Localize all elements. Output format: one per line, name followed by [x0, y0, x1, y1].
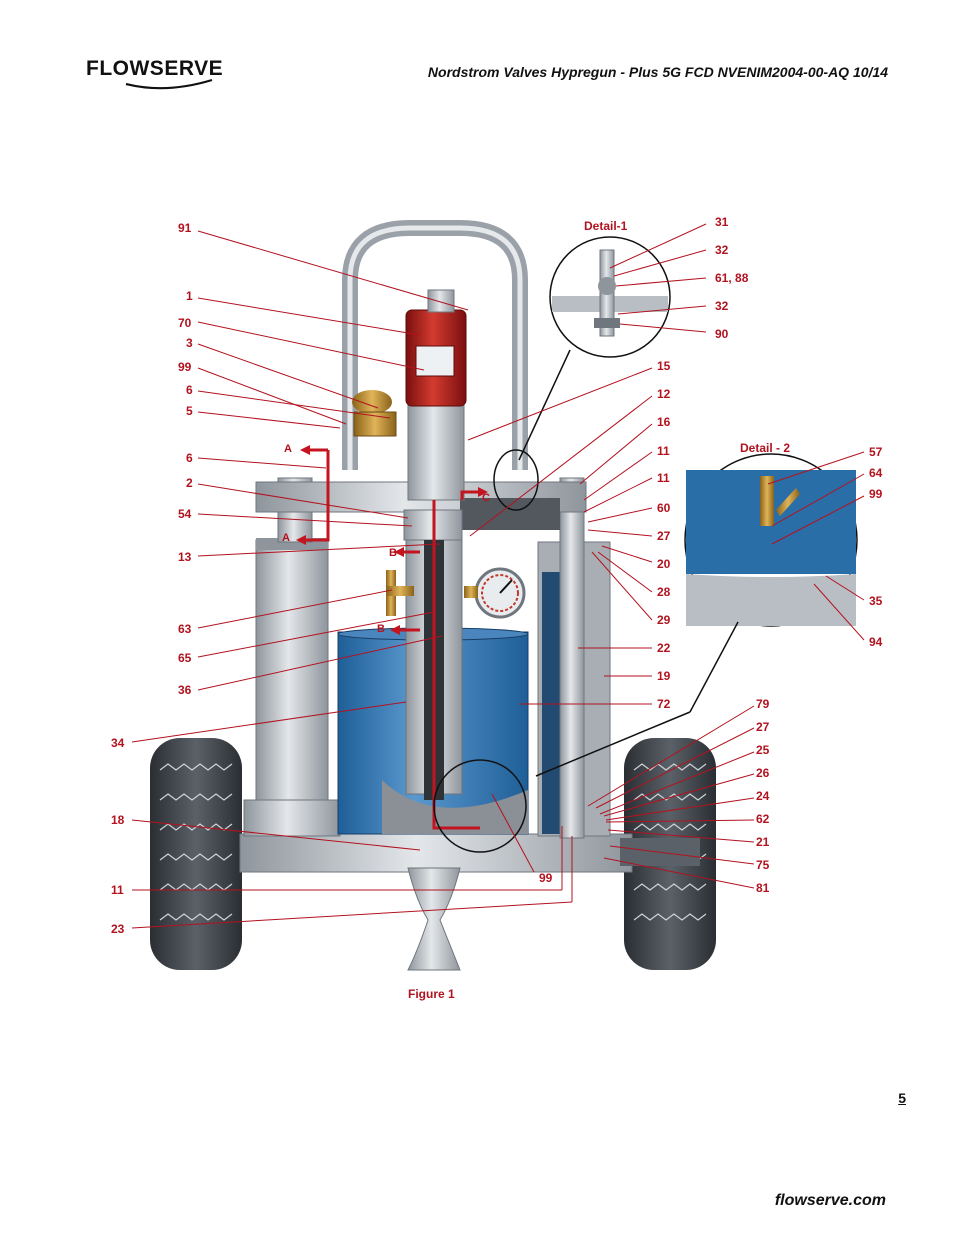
callouts-right: 15 12 16 11 11 60 27 20 28 29 22 19 72 7… [657, 359, 770, 895]
callout-number: 65 [178, 651, 192, 665]
drain-valve-stem [386, 586, 414, 596]
callout-number: 13 [178, 550, 192, 564]
callout-number: 99 [178, 360, 192, 374]
callout-number: 23 [111, 922, 125, 936]
callout-number: 57 [869, 445, 883, 459]
callout-number: 11 [657, 444, 670, 458]
callout-number: 64 [869, 466, 883, 480]
callout-number: 16 [657, 415, 671, 429]
callout-number: 61, 88 [715, 271, 749, 285]
callout-number: 31 [715, 215, 729, 229]
left-filter-base [243, 799, 341, 837]
callout-number: 27 [657, 529, 671, 543]
callout-number: 24 [756, 789, 770, 803]
callout-number: 32 [715, 243, 729, 257]
callouts-detail-1: 31 32 61, 88 32 90 [715, 215, 749, 341]
footer-website: flowserve.com [774, 1192, 886, 1209]
callout-number: 79 [756, 697, 770, 711]
leader-lines-detail-2 [767, 451, 865, 641]
left-filter-cylinder [255, 539, 329, 805]
callout-number: 72 [657, 697, 671, 711]
callout-number: 22 [657, 641, 671, 655]
callout-number: 32 [715, 299, 729, 313]
callout-number-bottom: 99 [539, 871, 553, 885]
callout-number: 60 [657, 501, 671, 515]
callout-number: 18 [111, 813, 125, 827]
callout-number: 28 [657, 585, 671, 599]
callout-number: 1 [186, 289, 193, 303]
flow-label-b-bottom: B [377, 623, 385, 635]
detail-1-title: Detail-1 [584, 219, 628, 233]
leader-lines-right [467, 367, 755, 889]
detail-1-callout [493, 236, 671, 511]
logo-text: FLOWSERVE [86, 57, 224, 80]
flowserve-logo: FLOWSERVE [86, 54, 226, 94]
callout-number: 25 [756, 743, 770, 757]
page-number: 5 [898, 1090, 906, 1106]
detail-2-title: Detail - 2 [740, 441, 790, 455]
left-tire [150, 738, 242, 970]
callout-number: 36 [178, 683, 192, 697]
callout-number: 3 [186, 336, 193, 350]
flow-paths [306, 448, 480, 830]
motor-top-valve [427, 289, 455, 313]
callout-number: 94 [869, 635, 883, 649]
callouts-detail-2: 57 64 99 35 94 [869, 445, 883, 649]
cart-base [239, 833, 633, 873]
callout-number: 63 [178, 622, 192, 636]
callouts-left: 91 1 70 3 99 6 5 6 2 54 13 63 65 36 34 1… [111, 221, 193, 936]
flow-label-c: C [482, 492, 490, 504]
leader-lines-left [131, 230, 573, 929]
callout-number: 6 [186, 451, 193, 465]
pedestal-stand [407, 867, 461, 971]
pressure-gauge [464, 567, 526, 619]
callout-number: 27 [756, 720, 770, 734]
flow-label-b-top: B [389, 547, 397, 559]
callout-number: 75 [756, 858, 770, 872]
pump-body [407, 399, 465, 501]
callout-number: 91 [178, 221, 192, 235]
callout-number: 20 [657, 557, 671, 571]
callout-number: 5 [186, 404, 193, 418]
callout-number: 19 [657, 669, 671, 683]
callout-number: 15 [657, 359, 671, 373]
motor-label [415, 345, 455, 377]
callout-number: 90 [715, 327, 729, 341]
pump-foot [382, 780, 528, 834]
flow-label-a-top: A [284, 443, 292, 455]
callout-number: 35 [869, 594, 883, 608]
callout-number: 99 [869, 487, 883, 501]
callout-number: 2 [186, 476, 193, 490]
document-title: Nordstrom Valves Hypregun - Plus 5G FCD … [427, 64, 888, 80]
callout-number: 11 [657, 471, 670, 485]
leader-lines-detail-1 [609, 223, 707, 333]
callout-number: 29 [657, 613, 671, 627]
right-column [559, 477, 585, 839]
callout-number: 6 [186, 383, 193, 397]
callout-number: 34 [111, 736, 125, 750]
callout-number: 81 [756, 881, 770, 895]
flow-label-a-bottom: A [282, 532, 290, 544]
frame-block [460, 498, 560, 530]
detail-2-callout [433, 453, 858, 853]
callout-number: 26 [756, 766, 770, 780]
callout-number: 62 [756, 812, 770, 826]
callout-number: 21 [756, 835, 770, 849]
callout-number: 54 [178, 507, 192, 521]
logo-swoosh-icon [125, 78, 213, 90]
callout-number: 70 [178, 316, 192, 330]
regulator-knob [352, 390, 392, 414]
flow-arrows [296, 445, 488, 635]
callout-number: 11 [111, 883, 124, 897]
figure-caption: Figure 1 [408, 987, 455, 1001]
callout-number: 12 [657, 387, 671, 401]
